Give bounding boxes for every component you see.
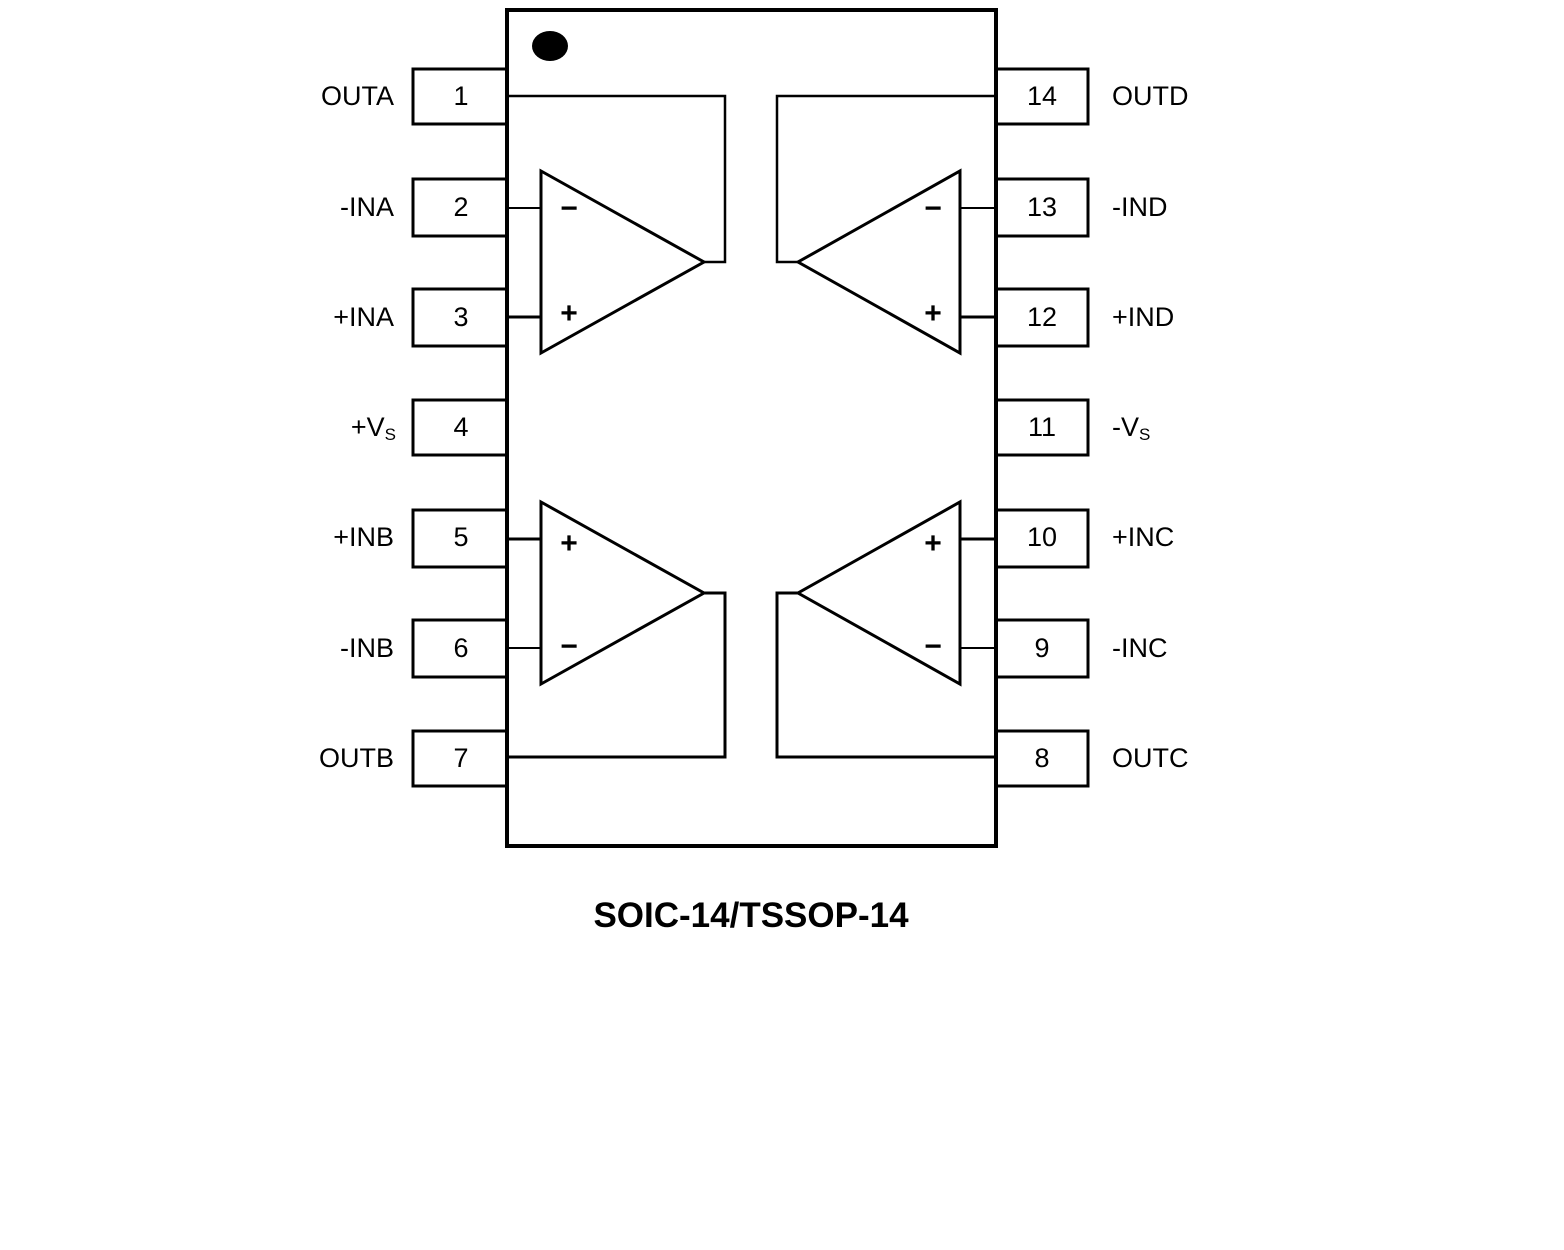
pin-number: 14 [1027, 81, 1057, 111]
minus-sign-icon: − [560, 630, 578, 663]
op-amp-a: − + [507, 94, 727, 356]
pin1-dot-icon [532, 31, 568, 61]
package-body [505, 8, 998, 848]
pin-number: 9 [1034, 633, 1049, 663]
pin-number: 2 [453, 192, 468, 222]
pin-label: OUTC [1112, 743, 1189, 773]
pin-label: -INA [340, 192, 394, 222]
wire-output-feedback [775, 94, 996, 264]
pin-4: 4 +VS [351, 398, 509, 457]
wire-output-feedback [507, 591, 727, 759]
minus-sign-icon: − [560, 192, 578, 225]
package-caption: SOIC-14/TSSOP-14 [593, 896, 909, 935]
op-amp-triangle-icon [794, 168, 962, 356]
minus-sign-icon: − [924, 630, 942, 663]
pin-number: 11 [1028, 412, 1056, 442]
pin-number: 12 [1027, 302, 1057, 332]
pin-number: 4 [453, 412, 468, 442]
plus-sign-icon: + [560, 527, 578, 560]
op-amp-triangle-icon [794, 499, 962, 687]
pin-label: +INA [333, 302, 394, 332]
pin-label: +IND [1112, 302, 1174, 332]
pin-label: -VS [1112, 412, 1150, 444]
pin-9: 9 -INC [994, 618, 1168, 679]
pin-label: -INC [1112, 633, 1168, 663]
pin-10: 10 +INC [994, 508, 1174, 569]
wire-output-feedback [507, 94, 727, 264]
pin-label: -IND [1112, 192, 1168, 222]
wire-output-feedback [775, 591, 996, 759]
op-amp-d: − + [775, 94, 996, 356]
pin-number: 13 [1027, 192, 1057, 222]
pin-number: 3 [453, 302, 468, 332]
pin-6: 6 -INB [340, 618, 509, 679]
pin-label: -INB [340, 633, 394, 663]
op-amp-c: + − [775, 499, 996, 759]
pin-label: OUTD [1112, 81, 1189, 111]
pin-number: 6 [453, 633, 468, 663]
pin-number: 1 [453, 81, 468, 111]
op-amp-triangle-icon [539, 499, 708, 687]
pin-number: 5 [453, 522, 468, 552]
pin-7: 7 OUTB [319, 729, 509, 788]
pin-12: 12 +IND [994, 287, 1174, 348]
plus-sign-icon: + [924, 297, 942, 330]
pin-5: 5 +INB [333, 508, 509, 569]
pin-number: 7 [453, 743, 468, 773]
pin-label: +INC [1112, 522, 1174, 552]
pin-label: OUTB [319, 743, 394, 773]
pin-box [994, 398, 1090, 457]
pin-14: 14 OUTD [994, 67, 1189, 126]
pin-box [411, 398, 509, 457]
pin-13: 13 -IND [994, 177, 1168, 238]
pin-label: +INB [333, 522, 394, 552]
pin-label: OUTA [321, 81, 394, 111]
pin-8: 8 OUTC [994, 729, 1189, 788]
minus-sign-icon: − [924, 192, 942, 225]
pin-number: 8 [1034, 743, 1049, 773]
pin-3: 3 +INA [333, 287, 509, 348]
plus-sign-icon: + [924, 527, 942, 560]
plus-sign-icon: + [560, 297, 578, 330]
op-amp-triangle-icon [539, 168, 708, 356]
pin-11: 11 -VS [994, 398, 1150, 457]
pin-1: 1 OUTA [321, 67, 509, 126]
op-amp-b: + − [507, 499, 727, 759]
pin-number: 10 [1027, 522, 1057, 552]
pin-2: 2 -INA [340, 177, 509, 238]
pin-label: +VS [351, 412, 396, 444]
